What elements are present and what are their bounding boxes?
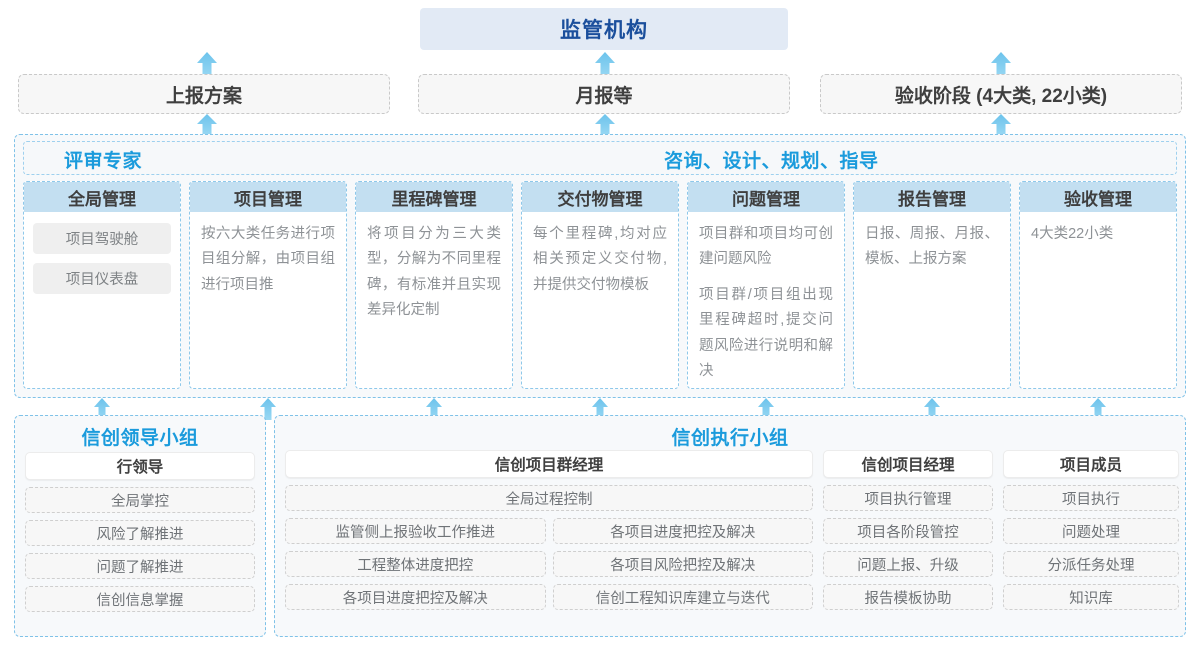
module-paragraph: 日报、周报、月报、模板、上报方案 bbox=[865, 226, 999, 268]
module-column-deliverable[interactable]: 交付物管理 每个里程碑,均对应相关预定义交付物,并提供交付物模板 bbox=[521, 181, 679, 389]
module-column-acceptance[interactable]: 验收管理 4大类22小类 bbox=[1019, 181, 1177, 389]
list-item[interactable]: 工程整体进度把控 bbox=[285, 551, 546, 577]
module-column-global[interactable]: 全局管理 项目驾驶舱 项目仪表盘 bbox=[23, 181, 181, 389]
module-body: 日报、周报、月报、模板、上报方案 bbox=[854, 212, 1010, 388]
execution-group: 信创执行小组 信创项目群经理 全局过程控制 监管侧上报验收工作推进 各项目进度把… bbox=[274, 415, 1186, 637]
list-item[interactable]: 各项目风险把控及解决 bbox=[552, 551, 813, 577]
arrow-up-module-6 bbox=[923, 398, 945, 424]
module-body: 项目群和项目均可创建问题风险 项目群/项目组出现里程碑超时,提交问题风险进行说明… bbox=[688, 212, 844, 388]
leadership-group-title: 信创领导小组 bbox=[81, 428, 199, 449]
report-card-plan-label: 上报方案 bbox=[165, 85, 242, 107]
module-title: 项目管理 bbox=[190, 182, 346, 212]
module-body: 每个里程碑,均对应相关预定义交付物,并提供交付物模板 bbox=[522, 212, 678, 388]
arrow-up-to-regulator-1 bbox=[196, 52, 218, 78]
module-columns: 全局管理 项目驾驶舱 项目仪表盘 项目管理 按六大类任务进行项目组分解，由项目组… bbox=[23, 181, 1177, 389]
list-item[interactable]: 项目执行 bbox=[1003, 485, 1179, 511]
module-pill[interactable]: 项目驾驶舱 bbox=[33, 223, 171, 254]
project-manager-duty-list: 项目执行管理 项目各阶段管控 问题上报、升级 报告模板协助 bbox=[823, 485, 993, 610]
arrow-band-bottom-to-middle bbox=[0, 398, 1200, 420]
arrow-up-module-5 bbox=[757, 398, 779, 424]
module-paragraph: 将项目分为三大类型，分解为不同里程碑，有标准并且实现差异化定制 bbox=[367, 226, 501, 319]
module-column-issue[interactable]: 问题管理 项目群和项目均可创建问题风险 项目群/项目组出现里程碑超时,提交问题风… bbox=[687, 181, 845, 389]
list-item[interactable]: 各项目进度把控及解决 bbox=[285, 584, 546, 610]
project-member-block: 项目成员 项目执行 问题处理 分派任务处理 知识库 bbox=[1003, 450, 1179, 610]
list-item[interactable]: 全局掌控 bbox=[25, 487, 255, 513]
program-manager-block: 信创项目群经理 全局过程控制 监管侧上报验收工作推进 各项目进度把控及解决 工程… bbox=[285, 450, 813, 610]
module-pill-list: 项目驾驶舱 项目仪表盘 bbox=[24, 212, 180, 294]
consulting-label: 咨询、设计、规划、指导 bbox=[664, 151, 879, 172]
arrow-up-module-3 bbox=[425, 398, 447, 424]
review-expert-label: 评审专家 bbox=[64, 151, 143, 172]
list-item[interactable]: 信创工程知识库建立与迭代 bbox=[552, 584, 813, 610]
leadership-duty-list: 全局掌控 风险了解推进 问题了解推进 信创信息掌握 bbox=[25, 487, 255, 612]
project-member-duty-list: 项目执行 问题处理 分派任务处理 知识库 bbox=[1003, 485, 1179, 610]
report-card-plan[interactable]: 上报方案 bbox=[18, 74, 390, 114]
program-manager-duty-grid: 监管侧上报验收工作推进 各项目进度把控及解决 工程整体进度把控 各项目风险把控及… bbox=[285, 518, 813, 610]
platform-panel: 评审专家 咨询、设计、规划、指导 全局管理 项目驾驶舱 项目仪表盘 项目管理 按… bbox=[14, 134, 1186, 398]
module-title: 报告管理 bbox=[854, 182, 1010, 212]
arrow-up-module-1 bbox=[93, 398, 115, 424]
list-item[interactable]: 问题处理 bbox=[1003, 518, 1179, 544]
list-item[interactable]: 项目各阶段管控 bbox=[823, 518, 993, 544]
list-item[interactable]: 知识库 bbox=[1003, 584, 1179, 610]
program-manager-primary-duty[interactable]: 全局过程控制 bbox=[285, 485, 813, 511]
arrow-up-module-7 bbox=[1089, 398, 1111, 424]
execution-group-title: 信创执行小组 bbox=[671, 428, 789, 449]
module-paragraph: 按六大类任务进行项目组分解，由项目组进行项目推 bbox=[201, 226, 335, 293]
module-title: 验收管理 bbox=[1020, 182, 1176, 212]
module-column-project[interactable]: 项目管理 按六大类任务进行项目组分解，由项目组进行项目推 bbox=[189, 181, 347, 389]
module-paragraph: 项目群和项目均可创建问题风险 bbox=[699, 226, 833, 268]
list-item[interactable]: 报告模板协助 bbox=[823, 584, 993, 610]
report-card-monthly[interactable]: 月报等 bbox=[418, 74, 790, 114]
arrow-up-module-4 bbox=[591, 398, 613, 424]
project-member-head[interactable]: 项目成员 bbox=[1003, 450, 1179, 478]
program-manager-head[interactable]: 信创项目群经理 bbox=[285, 450, 813, 478]
module-paragraph: 每个里程碑,均对应相关预定义交付物,并提供交付物模板 bbox=[533, 226, 667, 293]
list-item[interactable]: 风险了解推进 bbox=[25, 520, 255, 546]
project-manager-head[interactable]: 信创项目经理 bbox=[823, 450, 993, 478]
regulator-label: 监管机构 bbox=[560, 19, 648, 42]
report-row: 上报方案 月报等 验收阶段 (4大类, 22小类) bbox=[0, 74, 1200, 114]
module-body: 将项目分为三大类型，分解为不同里程碑，有标准并且实现差异化定制 bbox=[356, 212, 512, 388]
module-title: 问题管理 bbox=[688, 182, 844, 212]
arrow-up-to-report-3 bbox=[990, 114, 1012, 140]
leadership-role-head[interactable]: 行领导 bbox=[25, 452, 255, 480]
arrow-up-to-report-2 bbox=[594, 114, 616, 140]
regulator-banner: 监管机构 bbox=[420, 8, 788, 50]
arrow-up-to-regulator-3 bbox=[990, 52, 1012, 78]
list-item[interactable]: 问题上报、升级 bbox=[823, 551, 993, 577]
module-column-milestone[interactable]: 里程碑管理 将项目分为三大类型，分解为不同里程碑，有标准并且实现差异化定制 bbox=[355, 181, 513, 389]
arrow-up-to-regulator-2 bbox=[594, 52, 616, 78]
list-item[interactable]: 项目执行管理 bbox=[823, 485, 993, 511]
list-item[interactable]: 信创信息掌握 bbox=[25, 586, 255, 612]
org-section: 信创领导小组 行领导 全局掌控 风险了解推进 问题了解推进 信创信息掌握 信创执… bbox=[14, 415, 1186, 637]
module-title: 全局管理 bbox=[24, 182, 180, 212]
arrow-up-to-report-1 bbox=[196, 114, 218, 140]
module-title: 里程碑管理 bbox=[356, 182, 512, 212]
module-title: 交付物管理 bbox=[522, 182, 678, 212]
module-column-report[interactable]: 报告管理 日报、周报、月报、模板、上报方案 bbox=[853, 181, 1011, 389]
list-item[interactable]: 监管侧上报验收工作推进 bbox=[285, 518, 546, 544]
list-item[interactable]: 各项目进度把控及解决 bbox=[552, 518, 813, 544]
report-card-acceptance-label: 验收阶段 (4大类, 22小类) bbox=[894, 85, 1108, 107]
module-body: 按六大类任务进行项目组分解，由项目组进行项目推 bbox=[190, 212, 346, 388]
report-card-acceptance[interactable]: 验收阶段 (4大类, 22小类) bbox=[820, 74, 1182, 114]
leadership-group: 信创领导小组 行领导 全局掌控 风险了解推进 问题了解推进 信创信息掌握 bbox=[14, 415, 266, 637]
list-item[interactable]: 分派任务处理 bbox=[1003, 551, 1179, 577]
module-paragraph: 4大类22小类 bbox=[1031, 226, 1114, 242]
module-paragraph: 项目群/项目组出现里程碑超时,提交问题风险进行说明和解决 bbox=[699, 286, 833, 379]
arrow-up-module-2 bbox=[259, 398, 281, 424]
project-manager-block: 信创项目经理 项目执行管理 项目各阶段管控 问题上报、升级 报告模板协助 bbox=[823, 450, 993, 610]
list-item[interactable]: 问题了解推进 bbox=[25, 553, 255, 579]
module-pill[interactable]: 项目仪表盘 bbox=[33, 263, 171, 294]
report-card-monthly-label: 月报等 bbox=[575, 85, 633, 107]
module-body: 4大类22小类 bbox=[1020, 212, 1176, 388]
platform-panel-header: 评审专家 咨询、设计、规划、指导 bbox=[23, 141, 1177, 175]
